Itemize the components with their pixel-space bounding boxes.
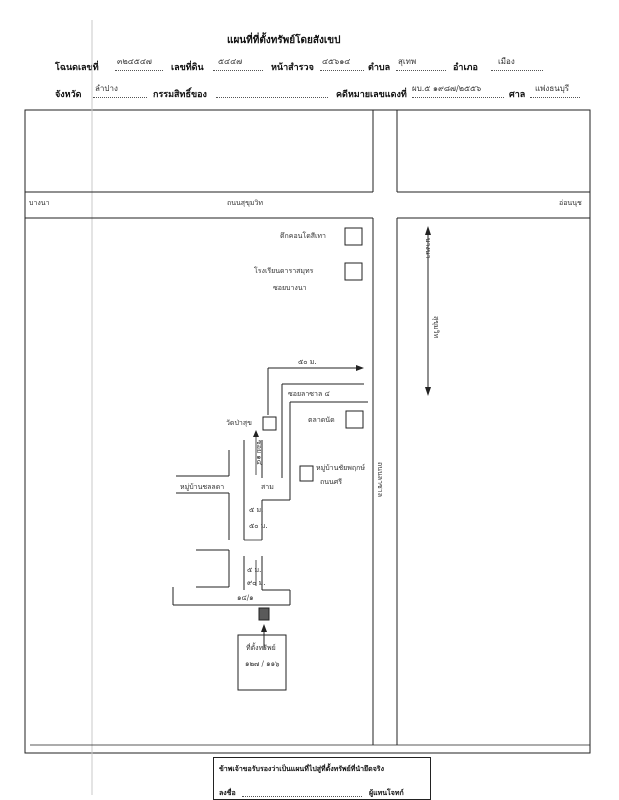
sign-line	[242, 796, 362, 797]
target-property-marker	[258, 607, 270, 621]
distance-top-label: ๕๐ ม.	[298, 358, 317, 366]
dist-3-label: ๕ ม.	[247, 566, 262, 574]
dist-2-label: ๕๐ ม.	[249, 522, 268, 530]
court-line	[530, 97, 580, 98]
distance-soi-label: ซอยลาซาล ๔	[288, 390, 330, 398]
sign-label: ลงชื่อ	[219, 789, 236, 797]
main-road-label: ถนนสุขุมวิท	[227, 199, 264, 207]
deed-value: ๓๒๔๕๔๗	[117, 57, 152, 66]
deed-line	[115, 70, 163, 71]
left-end-label: บางนา	[29, 199, 50, 207]
market-box	[345, 410, 364, 429]
owner-label: กรรมสิทธิ์ของ	[153, 90, 207, 100]
village-sub-label: ถนนศรี	[320, 478, 343, 486]
target-label-box	[237, 634, 287, 691]
right-road-mid-label: สุขุมวิท	[432, 316, 440, 339]
market-label: ตลาดนัด	[308, 416, 335, 424]
survey-page-value: ๔๕๖๑๔	[322, 57, 351, 66]
village-2-label: หมู่บ้านชลลดา	[180, 483, 225, 491]
right-road-top-label: บางนา	[424, 238, 432, 259]
dist-4-label: ๙๐ ม.	[247, 579, 266, 587]
landmark-2-label: โรงเรียนดาราสมุทร	[254, 267, 314, 275]
certify-text: ข้าพเจ้าขอรับรองว่าเป็นแผนที่ไปสู่ที่ตั้…	[219, 765, 384, 773]
right-road-arrow-up	[425, 226, 431, 235]
page-title: แผนที่ที่ตั้งทรัพย์โดยสังเขป	[227, 35, 341, 46]
land-no-value: ๕๔๔๗	[218, 57, 243, 66]
role-label: ผู้แทนโจทก์	[369, 789, 404, 797]
landmark-box-2	[344, 262, 363, 281]
soi-number-label: ซอย ๑๔	[255, 440, 263, 466]
land-no-label: เลขที่ดิน	[171, 63, 204, 73]
village-2-sub-label: สาม	[261, 483, 274, 491]
deed-label: โฉนดเลขที่	[55, 63, 99, 73]
vertical-road-label: ถนนลาซาล	[376, 462, 384, 497]
temple-label: วัดป่าสุข	[226, 419, 252, 427]
land-no-line	[213, 70, 263, 71]
dim-arrow-1-head	[253, 430, 259, 437]
province-value: ลำปาง	[95, 84, 118, 93]
certification-box: ข้าพเจ้าขอรับรองว่าเป็นแผนที่ไปสู่ที่ตั้…	[213, 757, 431, 800]
temple-box	[262, 416, 277, 431]
lot-label: ๑๔/๑	[237, 594, 254, 602]
dist-1-label: ๕ ม.	[249, 506, 264, 514]
landmark-2-sub: ซอยบางนา	[273, 284, 307, 292]
subdistrict-value: สุเทพ	[398, 57, 417, 66]
right-end-label: อ่อนนุช	[559, 199, 582, 207]
subdistrict-label: ตำบล	[368, 63, 391, 73]
court-label: ศาล	[509, 90, 526, 100]
village-box	[299, 465, 314, 482]
target-number: ๑๒๗ / ๑๑๖	[245, 660, 280, 668]
landmark-box-1	[344, 227, 363, 246]
case-no-label: คดีหมายเลขแดงที่	[336, 90, 407, 100]
survey-page-line	[320, 70, 364, 71]
subdistrict-line	[396, 70, 446, 71]
village-label: หมู่บ้านชัยพฤกษ์	[316, 464, 365, 472]
dist-top-arrow	[356, 365, 364, 371]
landmark-1-label: ตึกคอนโดสีเทา	[280, 232, 326, 240]
survey-page-label: หน้าสำรวจ	[271, 63, 314, 73]
district-label: อำเภอ	[453, 63, 478, 73]
target-label: ที่ตั้งทรัพย์	[246, 644, 276, 652]
owner-line	[216, 97, 328, 98]
court-value: แพ่งธนบุรี	[535, 84, 570, 93]
case-no-value: ผบ.๕ ๑๙๘๗/๒๕๕๖	[412, 84, 482, 93]
map-frame	[24, 109, 591, 754]
right-road-arrow-down	[425, 387, 431, 396]
district-line	[491, 70, 543, 71]
case-no-line	[412, 97, 504, 98]
province-line	[93, 97, 147, 98]
target-arrow-head	[261, 624, 267, 632]
province-label: จังหวัด	[55, 90, 82, 100]
district-value: เมือง	[498, 57, 515, 66]
